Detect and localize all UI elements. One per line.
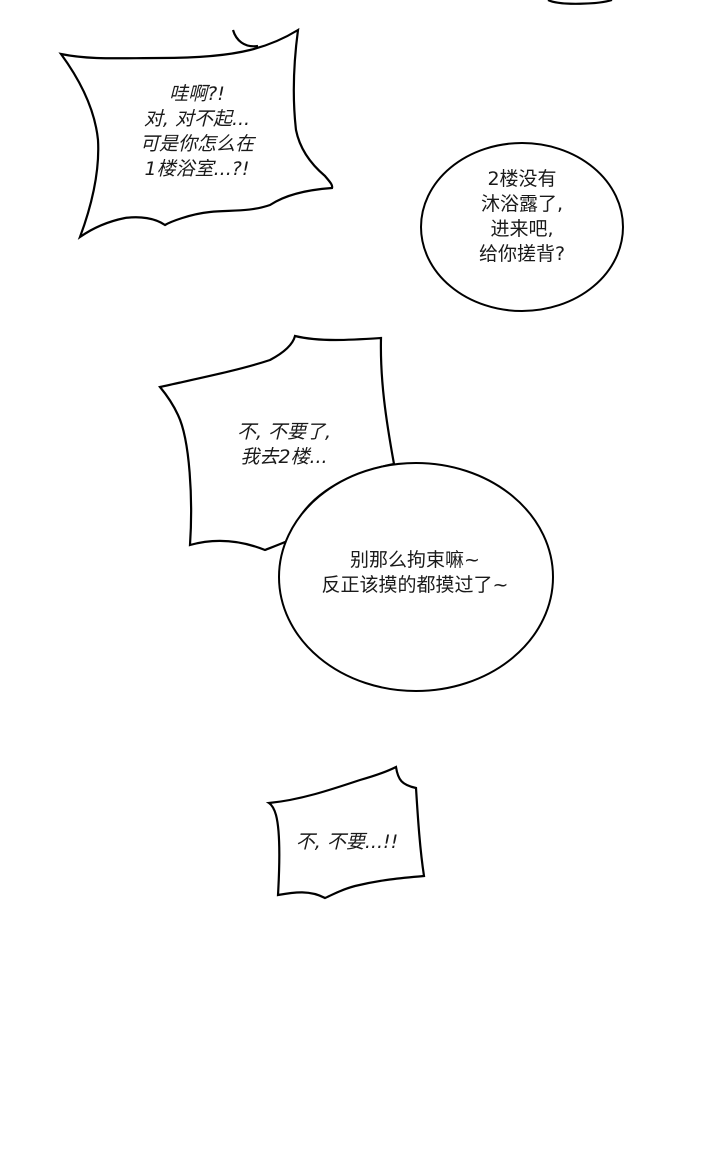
bubble-3-line: 我去2楼... (240, 446, 328, 469)
bubble-4-outline (278, 462, 554, 692)
bubble-4-line: 反正该摸的都摸过了~ (321, 574, 509, 597)
top-edge-fragment (547, 0, 613, 5)
speech-bubble-2-text: 2楼没有 沐浴露了, 进来吧, 给你搓背? (452, 167, 592, 267)
speech-bubble-4-text: 别那么拘束嘛~ 反正该摸的都摸过了~ (290, 548, 540, 598)
bubble-5-line: 不, 不要...!! (295, 831, 399, 853)
speech-bubble-3-text: 不, 不要了, 我去2楼... (214, 420, 354, 470)
bubble-1-line: 可是你怎么在 (139, 133, 254, 156)
bubble-2-line: 进来吧, (490, 218, 554, 241)
bubble-2-line: 给你搓背? (478, 243, 566, 266)
bubble-1-outline (58, 27, 334, 240)
bubble-5-outline (265, 765, 426, 900)
bubble-1-line: 对, 对不起... (143, 108, 251, 131)
speech-bubble-1-text: 哇啊?! 对, 对不起... 可是你怎么在 1楼浴室...?! (112, 82, 282, 182)
bubble-3-line: 不, 不要了, (236, 421, 332, 443)
bubble-2-line: 沐浴露了, (480, 193, 564, 216)
bubble-2-outline (420, 142, 624, 312)
bubble-1-line: 1楼浴室...?! (144, 158, 250, 181)
bubble-1-line: 哇啊?! (169, 83, 225, 105)
bubble-4-line: 别那么拘束嘛~ (350, 549, 480, 571)
speech-bubble-5-text: 不, 不要...!! (282, 830, 412, 855)
bubble-2-line: 2楼没有 (487, 168, 557, 190)
